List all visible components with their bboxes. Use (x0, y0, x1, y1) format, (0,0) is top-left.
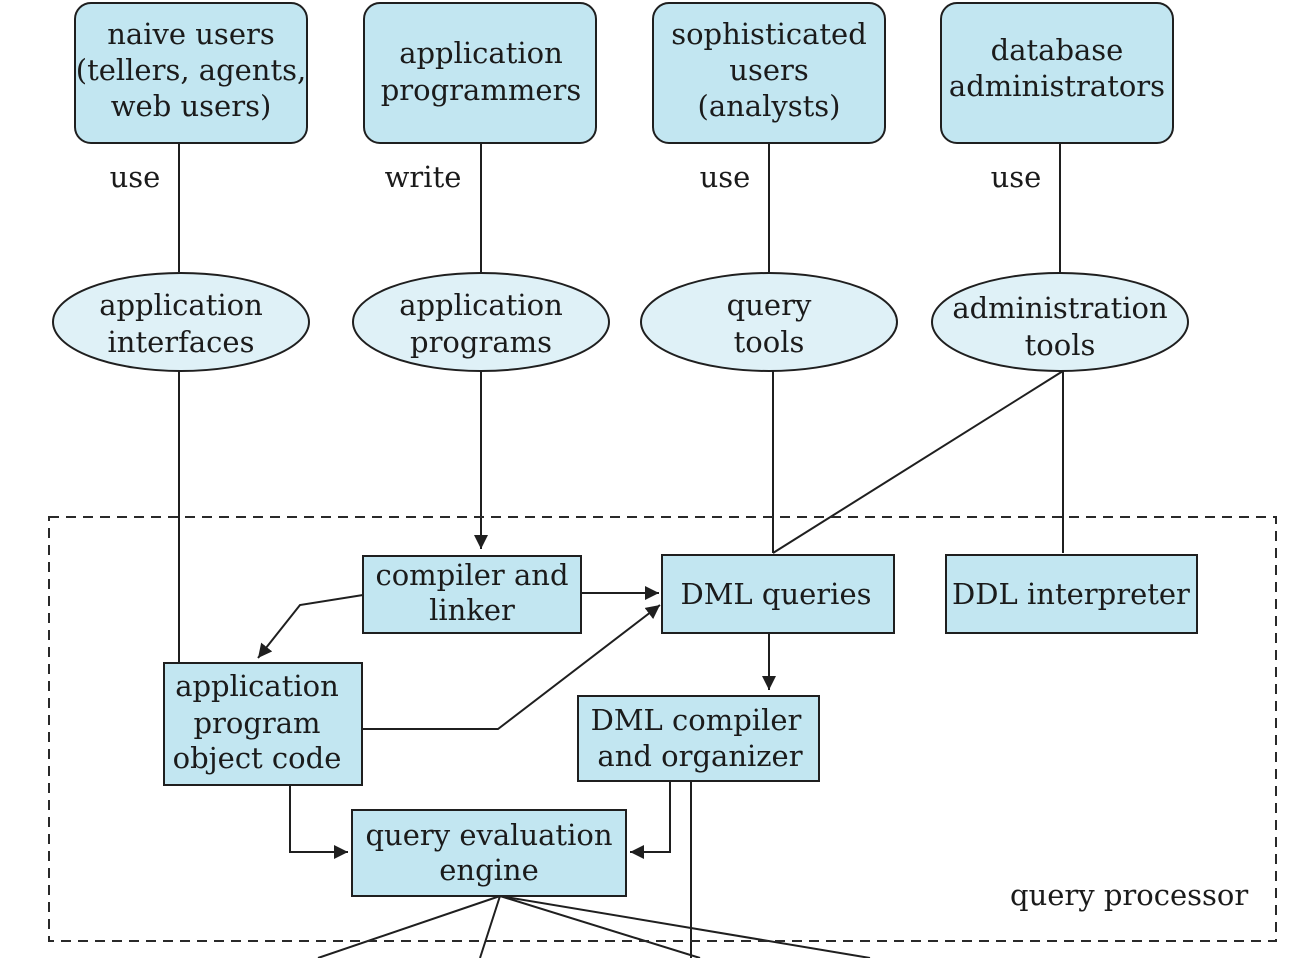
object-code-to-engine-arrow (289, 786, 348, 859)
relation-label-sophisticated-users: use (700, 160, 751, 194)
tool-query-tools-line-1: query (727, 288, 812, 322)
dml-compiler-to-engine-arrow (630, 781, 671, 859)
component-ddl-interpreter-line-1: DDL interpreter (952, 577, 1190, 611)
user-database-administrators: database administrators (940, 2, 1174, 144)
tool-application-interfaces: application interfaces (52, 272, 310, 372)
component-dml-compiler-and-organizer: DML compiler and organizer (577, 695, 820, 782)
component-ddl-interpreter: DDL interpreter (945, 554, 1198, 634)
relation-label-naive-users: use (110, 160, 161, 194)
user-sophisticated-users-line-2: users (729, 53, 808, 87)
user-application-programmers: application programmers (363, 2, 597, 144)
engine-out-line-2 (479, 895, 501, 958)
component-dml-queries: DML queries (661, 554, 895, 634)
engine-out-line-1 (317, 895, 501, 958)
component-query-evaluation-engine: query evaluation engine (351, 809, 627, 897)
tool-application-interfaces-line-1: application (99, 288, 263, 322)
user-naive-users-line-3: web users) (111, 89, 272, 123)
tool-application-programs: application programs (352, 272, 610, 372)
component-object-code-line-2: program (193, 706, 320, 740)
tool-administration-tools-line-1: administration (952, 291, 1167, 325)
tool-application-programs-line-1: application (399, 288, 563, 322)
tool-application-programs-line-2: programs (410, 325, 552, 359)
compiler-to-object-code-arrow (257, 594, 364, 659)
connectors (178, 143, 1064, 958)
query-processor-border (48, 516, 1277, 942)
tool-query-tools-line-2: tools (734, 325, 805, 359)
component-query-evaluation-engine-line-2: engine (439, 853, 539, 887)
relation-label-application-programmers: write (385, 160, 462, 194)
admin-tools-to-dml-line (772, 370, 1064, 554)
user-application-programmers-line-1: application (399, 36, 563, 70)
component-dml-queries-line-1: DML queries (680, 577, 871, 611)
user-sophisticated-users-line-1: sophisticated (671, 17, 867, 51)
user-application-programmers-line-2: programmers (381, 73, 582, 107)
user-sophisticated-users-line-3: (analysts) (698, 89, 841, 123)
object-code-to-dml-arrow (362, 604, 661, 730)
component-query-evaluation-engine-line-1: query evaluation (365, 818, 612, 852)
user-naive-users: naive users (tellers, agents, web users) (74, 2, 308, 144)
tool-administration-tools-line-2: tools (1025, 328, 1096, 362)
user-database-administrators-line-1: database (991, 33, 1124, 67)
user-naive-users-line-2: (tellers, agents, (76, 53, 306, 87)
engine-out-line-4 (499, 895, 871, 958)
query-processor-label: query processor (1010, 878, 1248, 912)
user-naive-users-line-1: naive users (107, 17, 274, 51)
component-object-code-line-1: application (175, 669, 339, 703)
tool-application-interfaces-line-2: interfaces (108, 325, 255, 359)
tool-query-tools: query tools (640, 272, 898, 372)
user-database-administrators-line-2: administrators (949, 69, 1165, 103)
component-compiler-and-linker-line-1: compiler and (375, 558, 568, 592)
component-application-program-object-code: application program object code (163, 662, 363, 786)
component-compiler-and-linker: compiler and linker (362, 555, 582, 634)
query-processor-region: query processor (48, 516, 1277, 942)
component-dml-compiler-line-2: and organizer (597, 739, 802, 773)
engine-out-line-3 (499, 895, 701, 958)
component-object-code-line-3: object code (173, 741, 342, 775)
relation-label-database-administrators: use (991, 160, 1042, 194)
component-dml-compiler-line-1: DML compiler (591, 703, 802, 737)
component-compiler-and-linker-line-2: linker (429, 593, 515, 627)
user-sophisticated-users: sophisticated users (analysts) (652, 2, 886, 144)
tool-administration-tools: administration tools (931, 272, 1189, 372)
